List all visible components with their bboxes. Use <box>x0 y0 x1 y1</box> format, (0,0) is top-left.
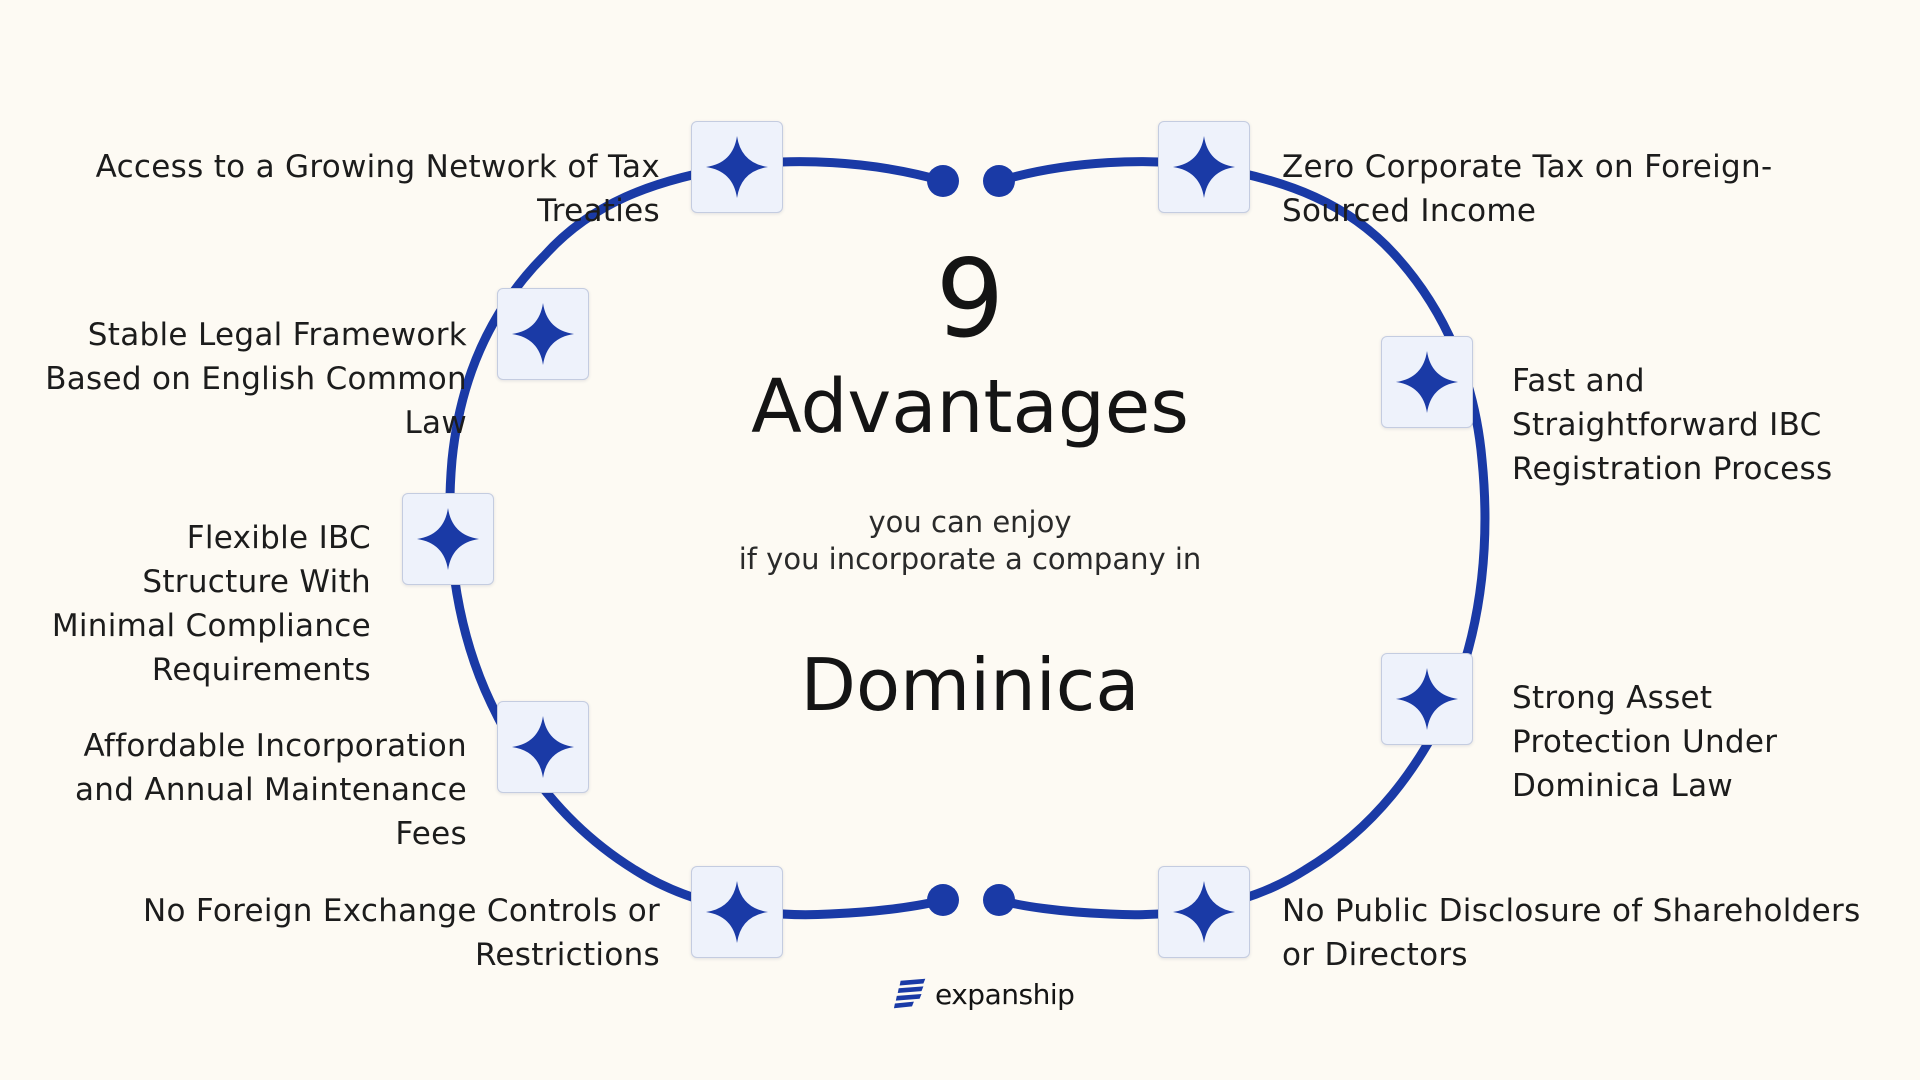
node-tax-treaties <box>691 121 783 213</box>
node-asset-protection <box>1381 653 1473 745</box>
node-fast-registration <box>1381 336 1473 428</box>
label-no-exchange-controls: No Foreign Exchange Controls or Restrict… <box>142 893 660 973</box>
label-affordable-fees: Affordable Incorporation and Annual Main… <box>74 728 467 852</box>
four-point-star-icon <box>511 302 575 366</box>
connector-dot-top-left <box>927 165 959 197</box>
label-legal-framework: Stable Legal Framework Based on English … <box>45 317 467 441</box>
label-flexible-ibc: Flexible IBC Structure With Minimal Comp… <box>51 520 371 688</box>
advantage-count: 9 <box>935 237 1005 362</box>
brand-logo: expanship <box>893 974 1075 1014</box>
label-zero-tax: Zero Corporate Tax on Foreign- Sourced I… <box>1282 149 1773 229</box>
node-flexible-ibc <box>402 493 494 585</box>
center-heading: Advantages <box>751 364 1189 450</box>
node-zero-tax <box>1158 121 1250 213</box>
connector-dot-bottom-left <box>927 884 959 916</box>
center-subtitle-line1: you can enjoy <box>868 505 1072 539</box>
four-point-star-icon <box>511 715 575 779</box>
node-no-public-disclosure <box>1158 866 1250 958</box>
label-asset-protection: Strong Asset Protection Under Dominica L… <box>1512 680 1778 804</box>
four-point-star-icon <box>416 507 480 571</box>
four-point-star-icon <box>705 880 769 944</box>
label-tax-treaties: Access to a Growing Network of Tax Treat… <box>95 149 660 229</box>
node-affordable-fees <box>497 701 589 793</box>
label-no-public-disclosure: No Public Disclosure of Shareholders or … <box>1282 893 1861 973</box>
label-fast-registration: Fast and Straightforward IBC Registratio… <box>1512 363 1833 487</box>
center-subtitle-line2: if you incorporate a company in <box>738 542 1202 576</box>
connector-dot-bottom-right <box>983 884 1015 916</box>
four-point-star-icon <box>1395 667 1459 731</box>
logo-text: expanship <box>935 977 1075 1011</box>
country-name: Dominica <box>800 643 1140 727</box>
node-legal-framework <box>497 288 589 380</box>
four-point-star-icon <box>705 135 769 199</box>
four-point-star-icon <box>1172 135 1236 199</box>
four-point-star-icon <box>1395 350 1459 414</box>
connector-dot-top-right <box>983 165 1015 197</box>
expanship-logo-icon <box>893 978 926 1009</box>
four-point-star-icon <box>1172 880 1236 944</box>
node-no-exchange-controls <box>691 866 783 958</box>
